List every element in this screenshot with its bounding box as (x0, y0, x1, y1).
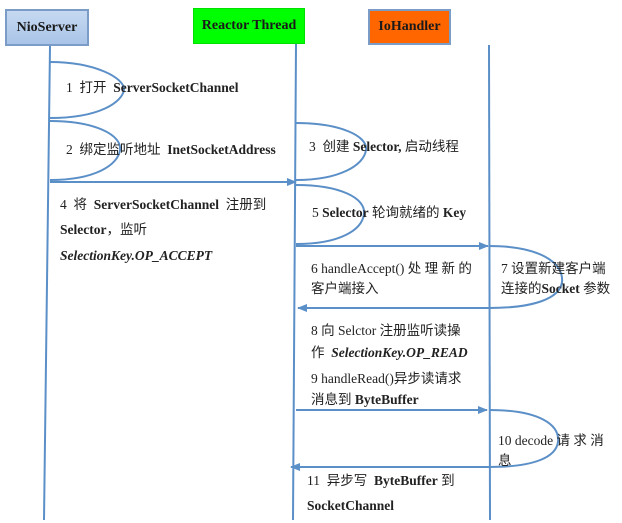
step-number: 11 (307, 473, 320, 488)
self-loop-step-1 (49, 61, 125, 119)
step-number: 4 (60, 197, 67, 212)
step-text: 绑定监听地址 (79, 142, 161, 157)
step-9-label-line-1: 9 handleRead()异步读请求 (311, 371, 462, 386)
step-text: 打开 (79, 80, 107, 95)
self-loop-step-5 (295, 184, 366, 245)
step-text: 作 (311, 345, 325, 360)
code-term: ByteBuffer (354, 392, 419, 407)
lifeline-nio-server (43, 45, 51, 521)
step-7-label-line-2: 连接的Socket 参数 (501, 278, 610, 300)
self-loop-step-3 (295, 122, 368, 181)
step-6-label-line-1: 6 handleAccept() 处 理 新 的 (311, 261, 472, 276)
step-4-label-line-3: SelectionKey.OP_ACCEPT (60, 245, 212, 267)
step-text: ，监听 (106, 222, 147, 237)
step-11-label-line-1: 11 异步写 ByteBuffer 到 (307, 470, 455, 492)
step-5-label: 5 Selector 轮询就绪的 Key (312, 202, 466, 224)
code-term: ServerSocketChannel (113, 80, 239, 95)
step-4-label-line-1: 4 将 ServerSocketChannel 注册到 (60, 194, 266, 216)
step-8-label-line-2: 作 SelectionKey.OP_READ (311, 342, 468, 364)
code-term: Selector (60, 222, 107, 237)
step-text: 到 (441, 473, 455, 488)
code-term: SelectionKey.OP_READ (331, 345, 468, 360)
code-term: InetSocketAddress (167, 142, 276, 157)
self-loop-step-10 (488, 409, 560, 468)
code-term: ByteBuffer (374, 473, 438, 488)
lifeline-io-handler (488, 44, 491, 521)
step-number: 3 (309, 139, 316, 154)
step-text: 创建 (322, 139, 350, 154)
step-number: 5 (312, 205, 319, 220)
participant-io-handler: IoHandler (368, 9, 451, 45)
code-term: Socket (541, 281, 580, 296)
step-text: 连接的 (501, 281, 542, 296)
code-term: Key (442, 205, 467, 220)
step-number: 1 (66, 80, 73, 95)
step-10-label-line-2: 息 (498, 453, 512, 468)
step-text: 将 (73, 197, 88, 212)
step-10-label-line-1: 10 decode 请 求 消 (498, 433, 604, 448)
step-text: 启动线程 (404, 139, 459, 154)
step-7-label-line-1: 7 设置新建客户端 (501, 261, 606, 276)
step-4-label-line-2: Selector，监听 (60, 219, 147, 241)
lifeline-reactor-thread (292, 43, 297, 521)
code-term: ServerSocketChannel (93, 197, 219, 212)
step-text: 轮询就绪的 (371, 205, 440, 220)
code-term: SelectionKey.OP_ACCEPT (60, 248, 213, 263)
step-8-label-line-1: 8 向 Selctor 注册监听读操 (311, 323, 461, 338)
step-6-label-line-2: 客户端接入 (311, 281, 379, 296)
participant-nio-server: NioServer (5, 9, 89, 46)
step-1-label: 1 打开 ServerSocketChannel (66, 77, 239, 99)
step-text: 注册到 (225, 197, 267, 212)
self-loop-step-2 (49, 120, 122, 181)
step-number: 2 (66, 142, 73, 157)
code-term: Selector (322, 205, 369, 220)
step-2-label: 2 绑定监听地址 InetSocketAddress (66, 139, 276, 161)
step-3-label: 3 创建 Selector, 启动线程 (309, 136, 459, 158)
step-text: 消息到 (311, 392, 352, 407)
step-11-label-line-2: SocketChannel (307, 498, 395, 513)
step-9-label-line-2: 消息到 ByteBuffer (311, 389, 419, 411)
step-text: 异步写 (326, 473, 368, 488)
code-term: Selector, (352, 139, 402, 154)
self-loop-step-7 (488, 245, 564, 309)
participant-reactor-thread: Reactor Thread (193, 8, 305, 44)
step-text: 参数 (583, 281, 611, 296)
